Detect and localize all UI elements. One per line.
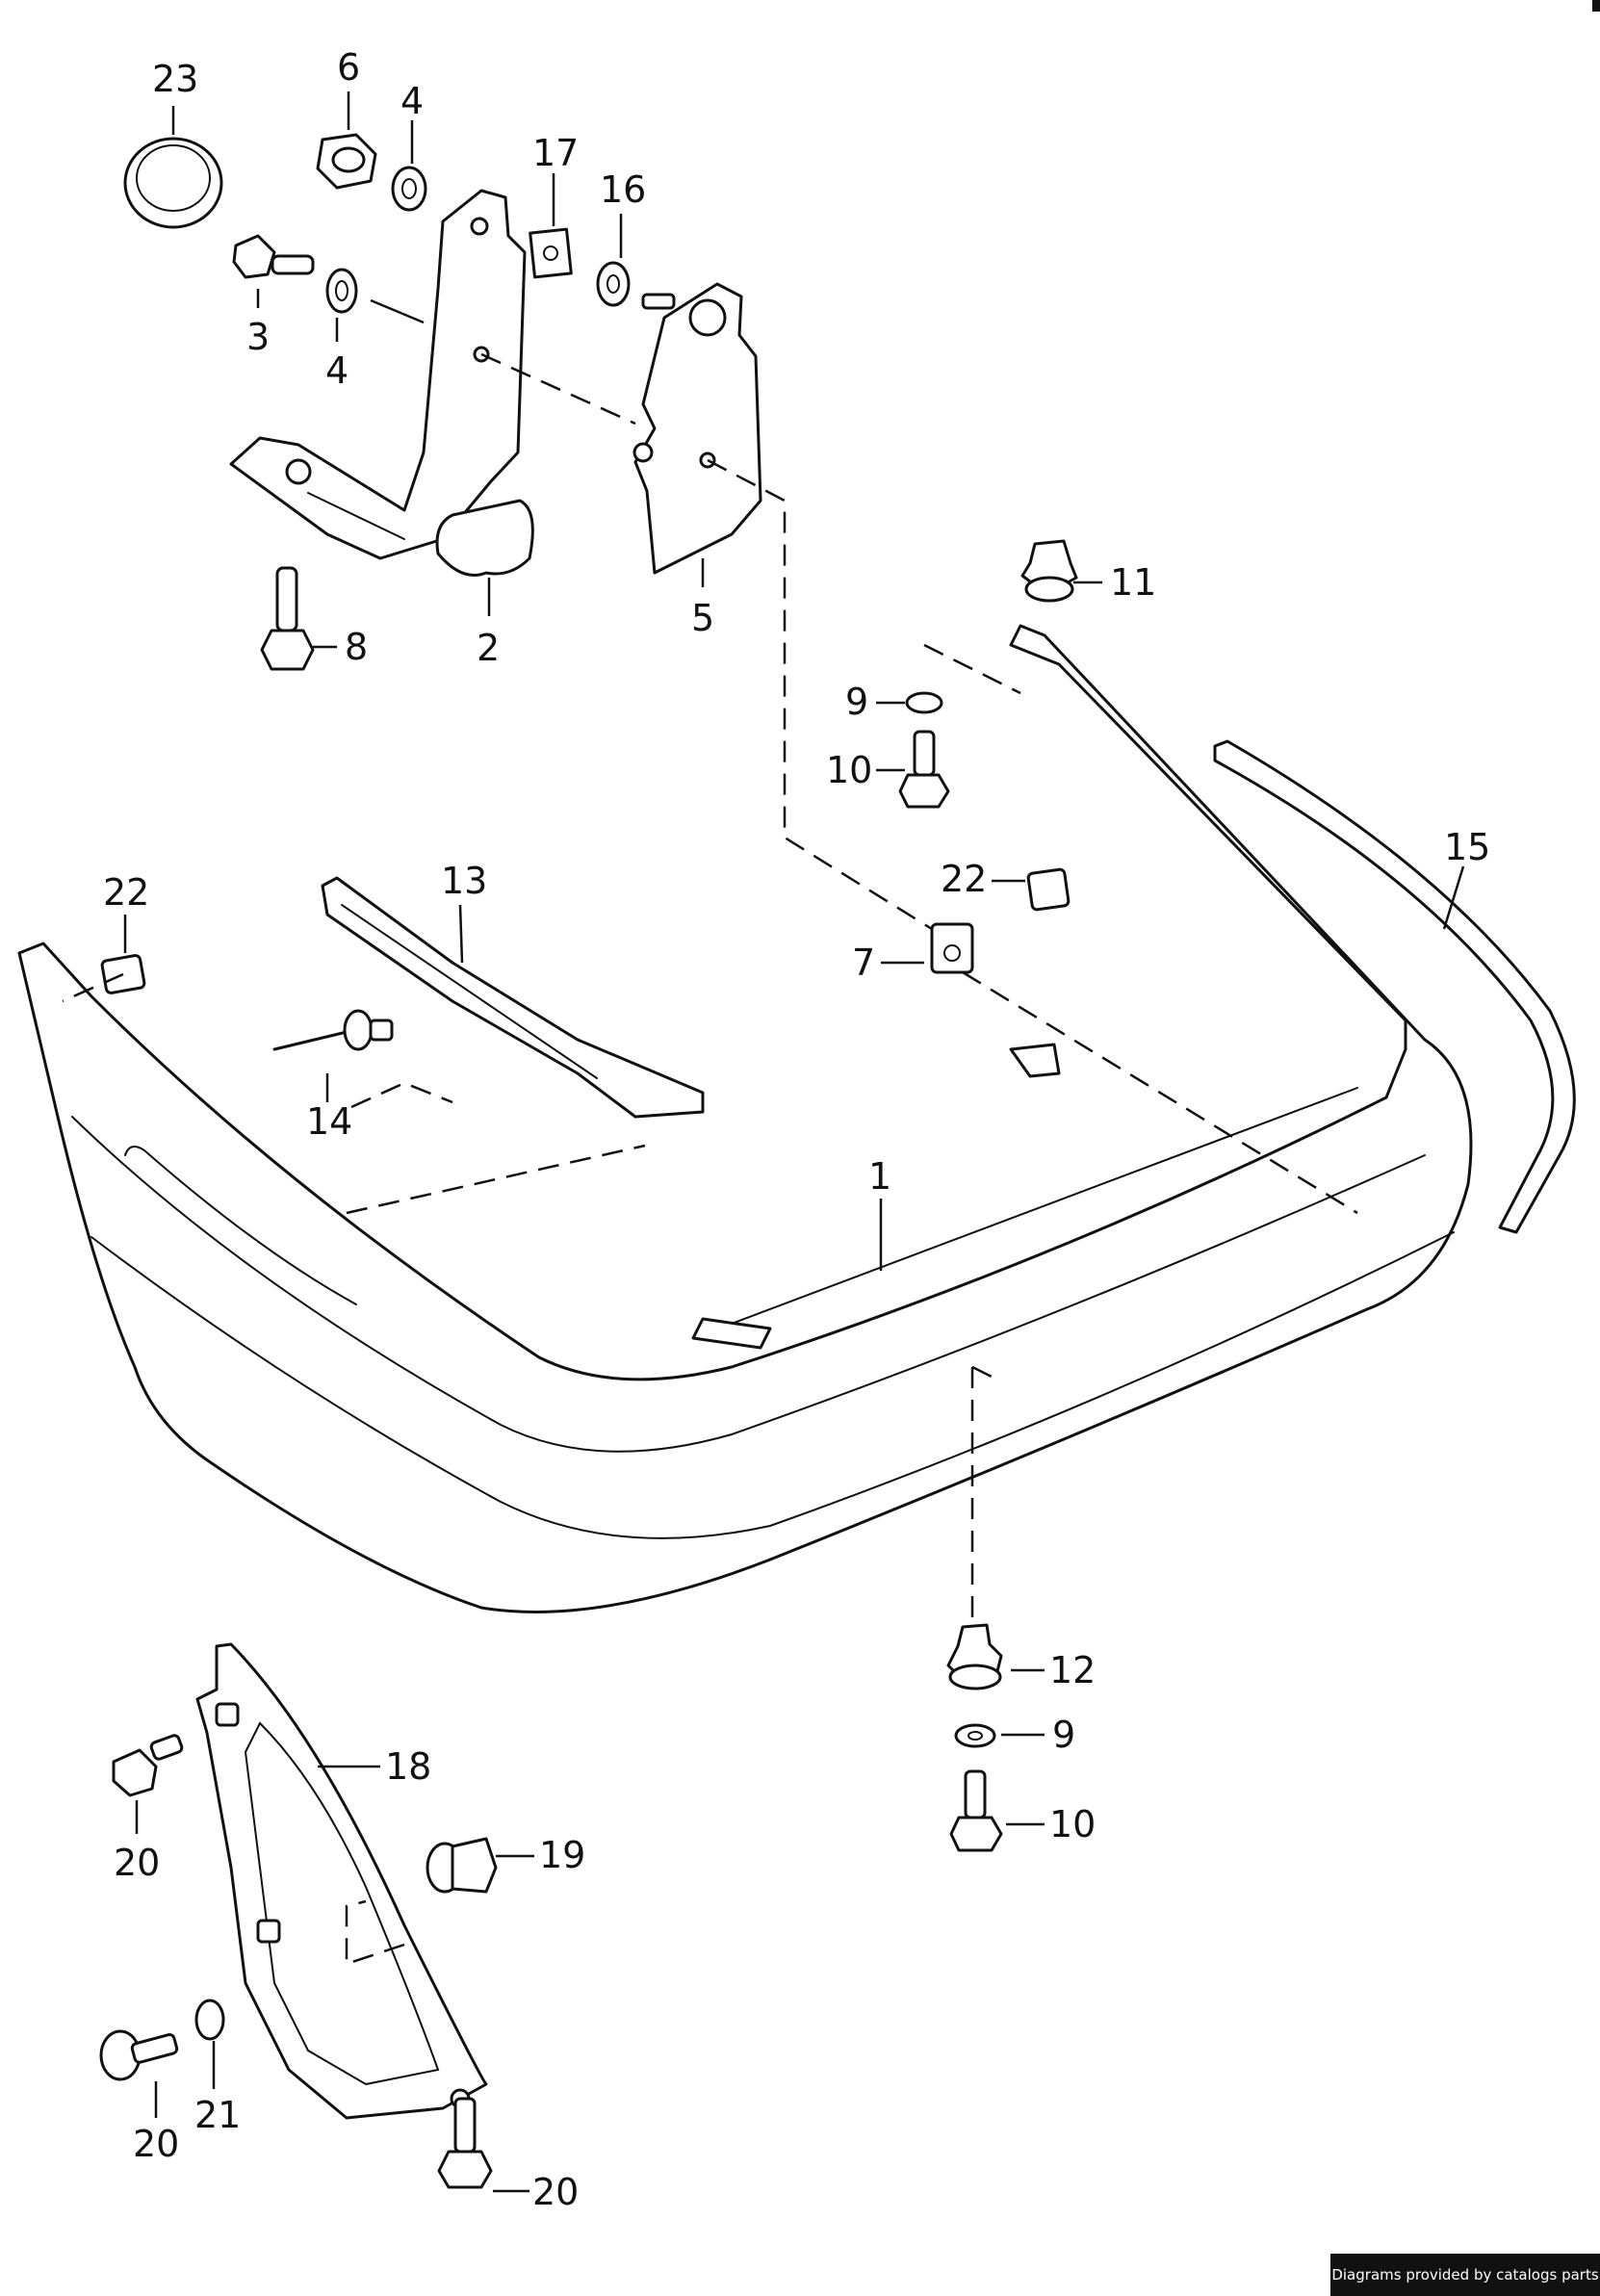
- callout-17: 17: [532, 132, 579, 174]
- part-18-side-bracket: [195, 1642, 488, 2120]
- part-10-screw-lower: [949, 1769, 1003, 1852]
- part-3-bolt: [232, 234, 315, 279]
- part-13-strip: [321, 876, 705, 1119]
- part-20-screw-upper: [112, 1734, 184, 1797]
- part-9-washer-upper: [905, 691, 943, 714]
- callout-4-lower: 4: [325, 349, 348, 392]
- credit-badge: Diagrams provided by catalogs parts: [1330, 2254, 1600, 2296]
- callout-4-top: 4: [400, 80, 424, 122]
- assembly-lines: [62, 352, 1358, 1966]
- part-5-plate: [632, 282, 762, 575]
- part-2-bracket: [229, 189, 534, 577]
- part-19-clip: [426, 1837, 498, 1894]
- callout-15: 15: [1444, 826, 1490, 868]
- part-14-rivet: [272, 1009, 394, 1051]
- callout-10-lower: 10: [1049, 1803, 1096, 1845]
- part-23-cap: [123, 137, 223, 229]
- callout-16: 16: [600, 168, 646, 211]
- callout-12: 12: [1049, 1649, 1096, 1691]
- callout-3: 3: [246, 316, 270, 358]
- callout-9-lower: 9: [1052, 1714, 1075, 1756]
- callout-5: 5: [691, 597, 714, 639]
- part-10-screw-upper: [898, 730, 950, 809]
- callout-7: 7: [852, 942, 875, 984]
- callout-labels: 23 6 4 17 16 3 4 2 8 5 11 9 10 22 7 15 2…: [103, 46, 1490, 2213]
- part-15-moulding: [1213, 739, 1576, 1234]
- part-4-washer-lower: [325, 268, 358, 314]
- callout-8: 8: [345, 626, 368, 668]
- part-8-bolt: [260, 566, 315, 671]
- callout-9-upper: 9: [845, 681, 868, 723]
- callout-11: 11: [1110, 561, 1156, 604]
- callout-18: 18: [385, 1745, 431, 1788]
- part-9-washer-lower: [954, 1723, 996, 1748]
- part-21-washer: [194, 1999, 225, 2041]
- callout-23: 23: [152, 58, 198, 100]
- part-20-screw-middle: [99, 2029, 179, 2081]
- callout-10-upper: 10: [826, 749, 872, 791]
- callout-2: 2: [477, 627, 500, 669]
- callout-19: 19: [539, 1834, 585, 1876]
- callout-1: 1: [868, 1155, 891, 1198]
- part-6-nut: [316, 133, 377, 190]
- callout-14: 14: [306, 1100, 352, 1143]
- callout-20-upper: 20: [114, 1842, 160, 1884]
- callout-22-right: 22: [941, 858, 987, 900]
- part-17-pad: [529, 227, 573, 279]
- callout-21: 21: [194, 2094, 241, 2136]
- leader-lines: [123, 91, 1465, 2193]
- part-11-clip: [1020, 539, 1078, 603]
- callout-20-lower: 20: [532, 2171, 579, 2213]
- part-12-clip: [946, 1623, 1003, 1690]
- part-7-clip: [930, 922, 974, 974]
- part-1-bumper: [17, 624, 1473, 1613]
- part-20-screw-lower: [437, 2097, 493, 2189]
- part-16-washer: [596, 261, 631, 307]
- callout-6: 6: [337, 46, 360, 89]
- part-4-washer-top: [391, 166, 427, 212]
- callout-20-middle: 20: [133, 2123, 179, 2165]
- callout-22-left: 22: [103, 871, 149, 914]
- callout-13: 13: [441, 860, 487, 902]
- part-22-clip-right: [1026, 867, 1071, 912]
- corner-mark: [1592, 0, 1600, 12]
